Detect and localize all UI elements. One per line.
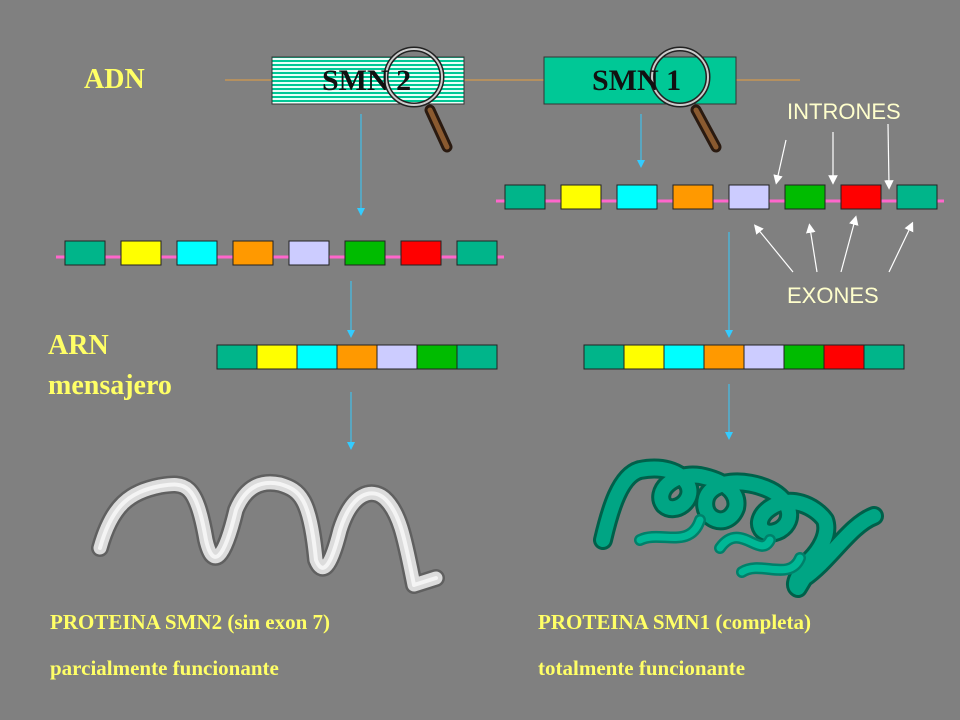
exon-block [560, 184, 602, 210]
mrna-exon-block [376, 344, 418, 370]
exon-block [728, 184, 770, 210]
mrna-exon-block [583, 344, 625, 370]
smn2-mrna [216, 344, 498, 370]
exon-block [504, 184, 546, 210]
smn1-protein-ribbon [593, 458, 884, 598]
exon-block [232, 240, 274, 266]
mrna-exon-block [256, 344, 298, 370]
intron-pointer-arrow [773, 139, 787, 185]
mrna-exon-block [663, 344, 705, 370]
mrna-exon-block [823, 344, 865, 370]
smn2-protein-title: PROTEINA SMN2 (sin exon 7) [50, 610, 331, 634]
intron-pointer-arrow [884, 123, 894, 190]
exons-label: EXONES [787, 283, 879, 308]
magnifier-icon [649, 46, 722, 153]
exon-pointer-arrow [888, 221, 914, 273]
mrna-exon-block [743, 344, 785, 370]
smn2-protein-ribbon [91, 473, 445, 594]
mrna-exon-block [623, 344, 665, 370]
exon-block [840, 184, 882, 210]
smn2-gene-label: SMN 2 [322, 64, 412, 97]
mrna-exon-block [336, 344, 378, 370]
exon-block [400, 240, 442, 266]
exon-block [120, 240, 162, 266]
mrna-exon-block [863, 344, 905, 370]
smn1-protein-title: PROTEINA SMN1 (completa) [538, 610, 811, 634]
exon-pointer-arrow [840, 215, 859, 273]
smn1-exons [504, 184, 938, 210]
mrna-exon-block [416, 344, 458, 370]
smn2-exons [64, 240, 498, 266]
mrna-exon-block [703, 344, 745, 370]
exon-block [288, 240, 330, 266]
dna-label: ADN [84, 64, 145, 95]
smn1-mrna [583, 344, 905, 370]
exon-block [616, 184, 658, 210]
introns-label: INTRONES [787, 99, 901, 124]
exon-pointer-arrow [753, 224, 794, 273]
mrna-exon-block [783, 344, 825, 370]
exon-block [456, 240, 498, 266]
magnifier-icon [383, 46, 453, 153]
exon-block [176, 240, 218, 266]
smn1-protein-desc: totalmente funcionante [538, 656, 746, 680]
smn2-protein-desc: parcialmente funcionante [50, 656, 279, 680]
mrna-label-line2: mensajero [48, 370, 172, 401]
exon-pointer-arrow [806, 223, 818, 273]
mrna-exon-block [456, 344, 498, 370]
mrna-exon-block [216, 344, 258, 370]
exon-block [64, 240, 106, 266]
mrna-label-line1: ARN [48, 330, 109, 361]
smn1-gene-label: SMN 1 [592, 64, 682, 97]
exon-block [896, 184, 938, 210]
exon-block [784, 184, 826, 210]
exon-block [672, 184, 714, 210]
exon-block [344, 240, 386, 266]
mrna-exon-block [296, 344, 338, 370]
